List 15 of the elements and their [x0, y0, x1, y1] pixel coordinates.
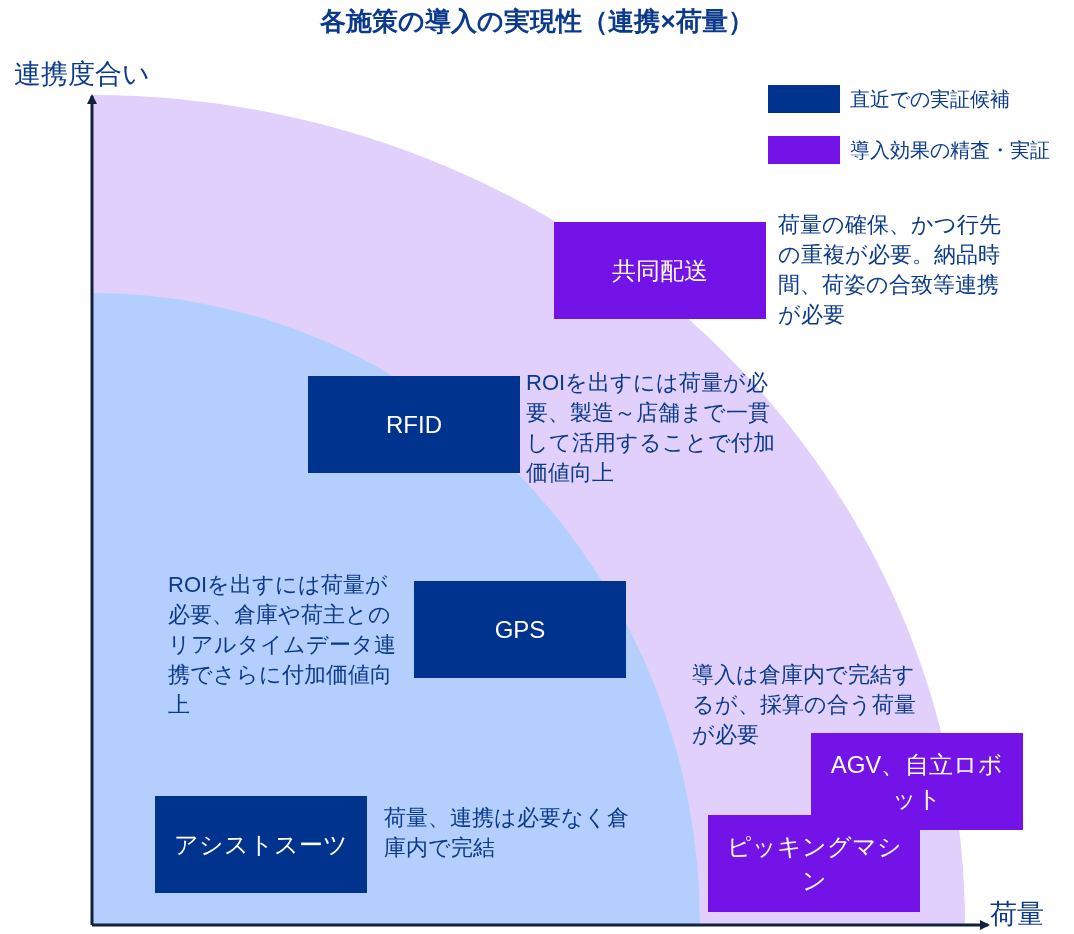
note-text: 荷量の確保、かつ行先の重複が必要。納品時間、荷姿の合致等連携が必要 — [778, 211, 1002, 329]
measure-box: ピッキングマシン — [708, 815, 920, 912]
measure-box: 共同配送 — [554, 222, 766, 319]
legend-label: 直近での実証候補 — [850, 87, 1010, 112]
measure-box: GPS — [414, 581, 626, 678]
chart-title: 各施策の導入の実現性（連携×荷量） — [319, 5, 755, 38]
legend-label: 導入効果の精査・実証 — [850, 138, 1050, 163]
measure-box: RFID — [308, 376, 520, 473]
note-text: ROIを出すには荷量が必要、倉庫や荷主とのリアルタイムデータ連携でさらに付加価値向上 — [168, 571, 397, 719]
axis-label: 荷量 — [990, 898, 1044, 931]
axis-label: 連携度合い — [14, 58, 150, 91]
note-text: ROIを出すには荷量が必要、製造～店舗まで一貫して活用することで付加価値向上 — [526, 369, 776, 487]
note-text: 荷量、連携は必要なく倉庫内で完結 — [384, 804, 630, 862]
measure-box: AGV、自立ロボット — [811, 733, 1023, 830]
measure-box: アシストスーツ — [155, 796, 367, 893]
